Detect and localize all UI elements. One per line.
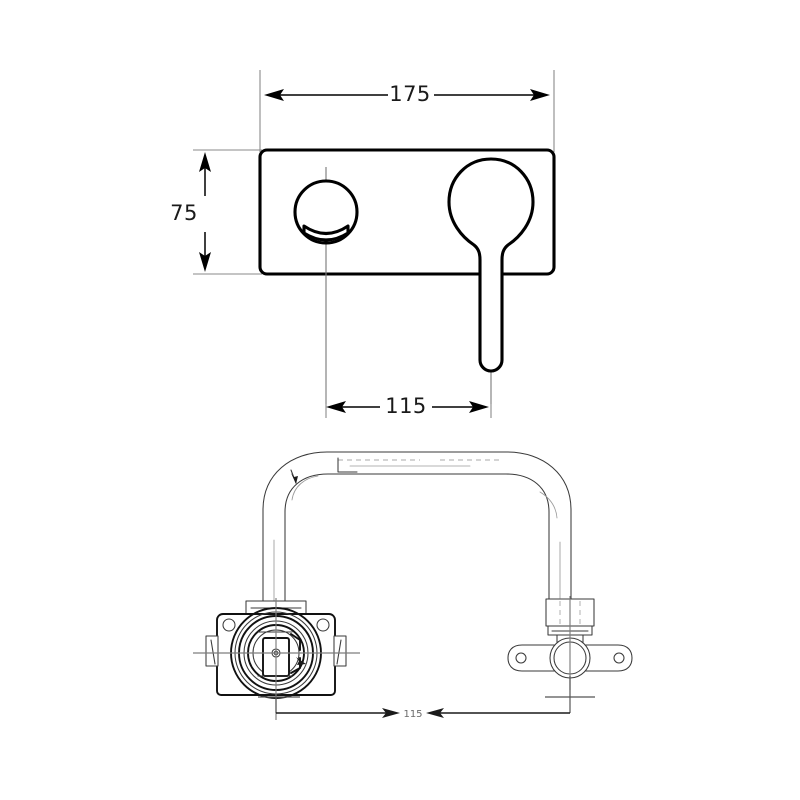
valve-right-ear-line [336,639,342,665]
pipe-radius-bracket [337,457,358,473]
arrow-left-175 [264,89,284,101]
dimension-75: 75 [170,152,211,272]
spout-outline [447,157,535,373]
dimension-115-rear: 115 [276,708,570,720]
extension-lines-front [193,70,555,275]
spout [447,157,535,373]
valve-left-ear-line [210,639,216,665]
dimension-label-115-front: 115 [385,394,427,418]
pipe-radius-arrow [291,473,298,484]
arrow-left-115-front [326,401,346,413]
pipe-highlight-left-bend [291,475,319,501]
arrow-up-75 [199,152,211,172]
arrow-right-115-rear [426,708,444,718]
extension-lines-115-rear [258,676,595,713]
dimension-label-175: 175 [389,82,431,106]
control-knob-ring [293,179,359,245]
pipe-highlight-right-bend [539,491,558,519]
arrow-down-75 [199,252,211,272]
pipe-loop [262,451,572,615]
dimension-label-75: 75 [170,201,198,225]
dimension-label-115-rear: 115 [403,709,422,720]
valve-screw-boss-right [316,618,330,632]
valve-left-ear [205,635,219,667]
connector-flange-hole-right [613,652,625,664]
arrow-left-115-rear [382,708,400,718]
dimension-175: 175 [264,82,550,106]
valve-right-ear [333,635,347,667]
valve-rotation-arrow [296,657,306,665]
pipe-outer-wall [262,451,572,615]
arrow-right-175 [530,89,550,101]
extension-lines-115-front [325,380,492,418]
outlet-connector [507,596,633,690]
control-knob [293,179,359,245]
control-knob-lever [302,224,350,242]
dimension-115-front: 115 [326,394,489,418]
connector-flange-hole-left [515,652,527,664]
valve-screw-boss-left [222,618,236,632]
arrow-right-115-front [469,401,489,413]
valve-notch-upper [290,633,301,651]
